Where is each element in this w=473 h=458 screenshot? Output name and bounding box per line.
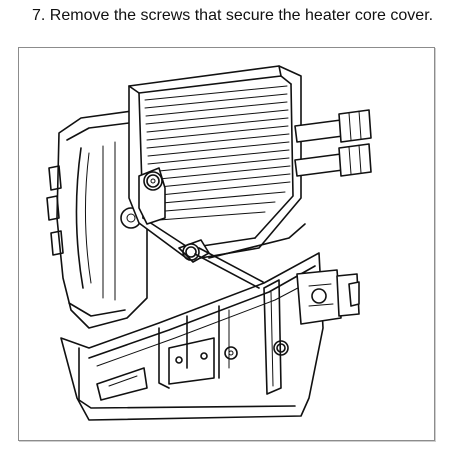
lower-housing <box>60 252 324 421</box>
heater-core <box>128 65 302 261</box>
blower-housing <box>46 109 148 329</box>
cover-screws <box>143 171 289 356</box>
heater-core-pipes <box>294 109 372 177</box>
cover-screw-lower <box>182 243 200 261</box>
heater-core-assembly-drawing <box>46 65 372 421</box>
cover-screw-upper <box>143 171 163 191</box>
mode-door-actuator <box>296 269 360 325</box>
step-instruction: 7. Remove the screws that secure the hea… <box>32 7 434 24</box>
cover-screw-right <box>273 340 289 356</box>
heater-core-illustration-frame <box>18 47 435 441</box>
